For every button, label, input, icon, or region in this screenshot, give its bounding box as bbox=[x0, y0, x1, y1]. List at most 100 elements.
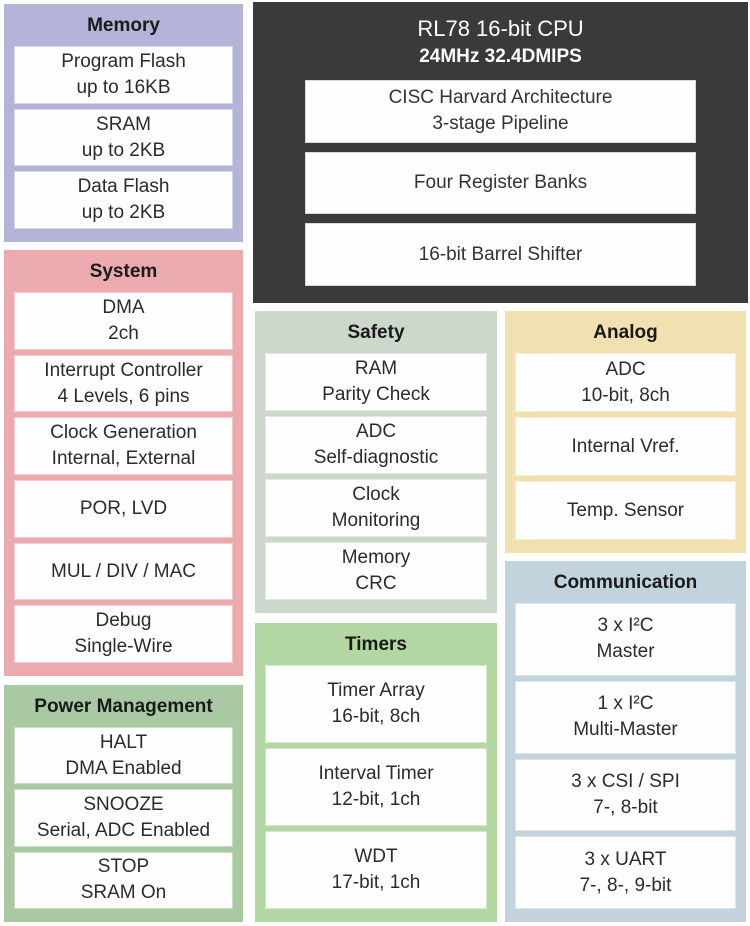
cell-line-2: 7-, 8-bit bbox=[593, 796, 658, 818]
cell-line-2: 12-bit, 1ch bbox=[331, 789, 421, 810]
cell-line-1: Debug bbox=[95, 610, 152, 632]
cpu-cells: CISC Harvard Architecture 3-stage Pipeli… bbox=[305, 80, 696, 287]
cell-line-2: CRC bbox=[355, 573, 397, 594]
analog-cell-temp-sensor: Temp. Sensor bbox=[515, 481, 736, 540]
cell-line-2: 17-bit, 1ch bbox=[331, 872, 421, 893]
power-cell-halt: HALT DMA Enabled bbox=[14, 727, 233, 785]
cpu-cell-register-banks: Four Register Banks bbox=[305, 151, 696, 215]
timers-block-title: Timers bbox=[345, 634, 407, 655]
cell-line-2: Serial, ADC Enabled bbox=[36, 819, 211, 841]
system-block: System DMA 2ch Interrupt Controller 4 Le… bbox=[4, 250, 243, 676]
cpu-block: RL78 16-bit CPU 24MHz 32.4DMIPS CISC Har… bbox=[253, 2, 748, 303]
cell-line-1: HALT bbox=[99, 731, 148, 753]
cell-line-1: SNOOZE bbox=[83, 793, 164, 815]
cell-line-1: Internal Vref. bbox=[571, 435, 680, 457]
analog-block: Analog ADC 10-bit, 8ch Internal Vref. Te… bbox=[505, 311, 746, 553]
cell-line-1: Data Flash bbox=[77, 176, 170, 198]
timers-cell-interval-timer: Interval Timer 12-bit, 1ch bbox=[265, 748, 487, 826]
cell-line-2: Parity Check bbox=[322, 384, 430, 405]
cell-line-2: 16-bit, 8ch bbox=[331, 706, 421, 727]
cell-line-1: STOP bbox=[97, 856, 150, 878]
cell-line-1: 1 x I²C bbox=[597, 693, 654, 715]
system-cell-clock-generation: Clock Generation Internal, External bbox=[14, 417, 233, 476]
comm-cell-uart: 3 x UART 7-, 8-, 9-bit bbox=[515, 836, 736, 909]
cell-line-2: Self-diagnostic bbox=[313, 447, 439, 468]
communication-block-title: Communication bbox=[553, 572, 698, 593]
cell-line-2: DMA Enabled bbox=[65, 757, 182, 779]
power-management-cells: HALT DMA Enabled SNOOZE Serial, ADC Enab… bbox=[14, 727, 233, 909]
cell-line-1: 3 x CSI / SPI bbox=[571, 770, 680, 792]
power-management-block: Power Management HALT DMA Enabled SNOOZE… bbox=[4, 685, 243, 922]
cell-line-2: Master bbox=[596, 641, 655, 663]
memory-cell-sram: SRAM up to 2KB bbox=[14, 108, 233, 167]
cell-line-2: SRAM On bbox=[80, 882, 167, 904]
cell-line-1: MUL / DIV / MAC bbox=[51, 560, 196, 582]
cell-line-2: Single-Wire bbox=[74, 636, 173, 658]
timers-cell-wdt: WDT 17-bit, 1ch bbox=[265, 831, 487, 909]
cell-line-1: Interrupt Controller bbox=[44, 359, 203, 381]
system-cell-dma: DMA 2ch bbox=[14, 292, 233, 350]
cell-line-1: POR, LVD bbox=[79, 497, 168, 519]
cell-line-2: Monitoring bbox=[331, 510, 421, 531]
system-cell-interrupt-controller: Interrupt Controller 4 Levels, 6 pins bbox=[14, 354, 233, 413]
cell-line-2: 3-stage Pipeline bbox=[432, 113, 569, 135]
system-cell-debug: Debug Single-Wire bbox=[14, 605, 233, 664]
cell-line-2: 2ch bbox=[108, 322, 139, 344]
cell-line-1: 3 x UART bbox=[584, 848, 667, 870]
cell-line-1: DMA bbox=[102, 296, 145, 318]
cell-line-1: Timer Array bbox=[327, 680, 425, 701]
memory-block-title: Memory bbox=[87, 15, 160, 36]
system-cell-mul-div-mac: MUL / DIV / MAC bbox=[14, 542, 233, 601]
comm-cell-i2c-multi-master: 1 x I²C Multi-Master bbox=[515, 680, 736, 754]
timers-block: Timers Timer Array 16-bit, 8ch Interval … bbox=[255, 623, 497, 922]
safety-cell-memory-crc: Memory CRC bbox=[265, 542, 487, 600]
comm-cell-csi-spi: 3 x CSI / SPI 7-, 8-bit bbox=[515, 758, 736, 832]
cell-line-2: up to 2KB bbox=[81, 202, 166, 224]
cell-line-2: 10-bit, 8ch bbox=[581, 384, 670, 406]
memory-cell-data-flash: Data Flash up to 2KB bbox=[14, 171, 233, 230]
memory-block: Memory Program Flash up to 16KB SRAM up … bbox=[4, 4, 243, 242]
cell-line-1: SRAM bbox=[96, 113, 151, 135]
analog-cells: ADC 10-bit, 8ch Internal Vref. Temp. Sen… bbox=[515, 353, 736, 540]
safety-block-title: Safety bbox=[347, 322, 405, 343]
power-cell-snooze: SNOOZE Serial, ADC Enabled bbox=[14, 789, 233, 847]
cell-line-2: 7-, 8-, 9-bit bbox=[579, 874, 672, 896]
cell-line-1: ADC bbox=[605, 358, 646, 380]
cell-line-1: RAM bbox=[354, 358, 398, 379]
safety-cells: RAM Parity Check ADC Self-diagnostic Clo… bbox=[265, 353, 487, 600]
cell-line-2: Multi-Master bbox=[573, 719, 678, 741]
cell-line-1: Clock Generation bbox=[50, 422, 197, 444]
cell-line-1: WDT bbox=[354, 846, 398, 867]
safety-block: Safety RAM Parity Check ADC Self-diagnos… bbox=[255, 311, 497, 613]
cell-line-1: ADC bbox=[355, 421, 397, 442]
cell-line-1: CISC Harvard Architecture bbox=[388, 87, 613, 109]
cell-line-2: Internal, External bbox=[51, 448, 196, 470]
system-cells: DMA 2ch Interrupt Controller 4 Levels, 6… bbox=[14, 292, 233, 664]
analog-block-title: Analog bbox=[593, 322, 658, 343]
system-cell-por-lvd: POR, LVD bbox=[14, 480, 233, 538]
cell-line-1: Memory bbox=[341, 547, 411, 568]
cell-line-2: up to 16KB bbox=[76, 76, 171, 98]
cell-line-2: 4 Levels, 6 pins bbox=[57, 385, 190, 407]
memory-cells: Program Flash up to 16KB SRAM up to 2KB … bbox=[14, 46, 233, 230]
timers-cells: Timer Array 16-bit, 8ch Interval Timer 1… bbox=[265, 665, 487, 909]
safety-cell-clock-monitoring: Clock Monitoring bbox=[265, 479, 487, 537]
timers-cell-timer-array: Timer Array 16-bit, 8ch bbox=[265, 665, 487, 743]
analog-cell-adc: ADC 10-bit, 8ch bbox=[515, 353, 736, 412]
power-cell-stop: STOP SRAM On bbox=[14, 851, 233, 909]
cell-line-1: 16-bit Barrel Shifter bbox=[418, 243, 583, 265]
memory-cell-program-flash: Program Flash up to 16KB bbox=[14, 46, 233, 104]
cell-line-2: up to 2KB bbox=[81, 139, 166, 161]
cell-line-1: Program Flash bbox=[61, 50, 186, 72]
cell-line-1: Interval Timer bbox=[318, 763, 434, 784]
cpu-block-subtitle: 24MHz 32.4DMIPS bbox=[419, 46, 582, 67]
communication-cells: 3 x I²C Master 1 x I²C Multi-Master 3 x … bbox=[515, 603, 736, 909]
cell-line-1: Four Register Banks bbox=[413, 172, 588, 193]
comm-cell-i2c-master: 3 x I²C Master bbox=[515, 603, 736, 676]
cpu-cell-architecture: CISC Harvard Architecture 3-stage Pipeli… bbox=[305, 80, 696, 143]
power-management-block-title: Power Management bbox=[34, 696, 213, 717]
cell-line-1: Clock bbox=[352, 484, 400, 505]
system-block-title: System bbox=[89, 261, 158, 282]
safety-cell-adc-self-diagnostic: ADC Self-diagnostic bbox=[265, 416, 487, 474]
